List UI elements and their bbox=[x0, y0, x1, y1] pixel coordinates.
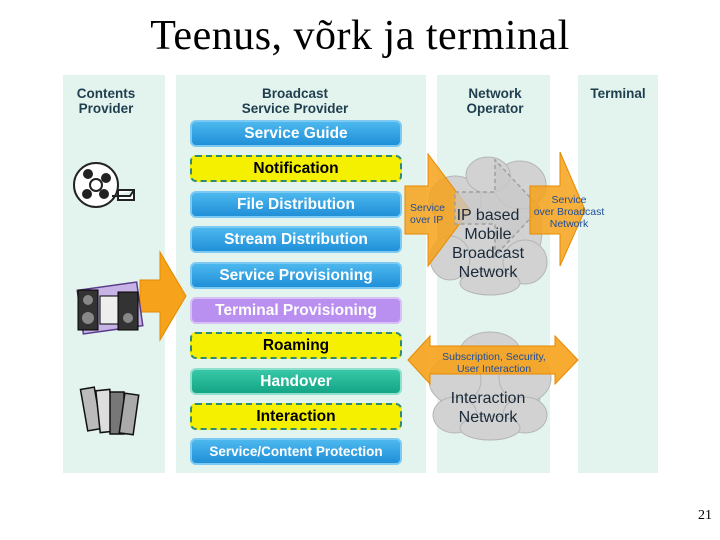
terminal-panel bbox=[578, 75, 658, 473]
notification-box: Notification bbox=[190, 155, 402, 182]
inner-gray-arrow bbox=[454, 158, 542, 258]
film-reel-icon bbox=[73, 162, 135, 208]
interaction-network-label: Interaction Network bbox=[450, 390, 526, 426]
page-number: 21 bbox=[698, 508, 712, 523]
mobile-broadcast-network-label: IP based Mobile Broadcast Network bbox=[451, 207, 525, 281]
service-content-protection-box: Service/Content Protection bbox=[190, 438, 402, 465]
stream-distribution-box: Stream Distribution bbox=[190, 226, 402, 253]
slide-title: Teenus, võrk ja terminal bbox=[150, 13, 570, 59]
service-over-ip-arrow bbox=[404, 152, 471, 268]
contents-to-service-arrow bbox=[139, 250, 187, 342]
service-over-broadcast-label: Service over Broadcast Network bbox=[533, 194, 605, 230]
books-icon bbox=[79, 386, 140, 436]
subscription-double-arrow bbox=[407, 334, 579, 386]
interaction-box: Interaction bbox=[190, 403, 402, 430]
roaming-box: Roaming bbox=[190, 332, 402, 359]
service-guide-box: Service Guide bbox=[190, 120, 402, 147]
service-over-ip-label: Service over IP bbox=[410, 202, 446, 226]
handover-box: Handover bbox=[190, 368, 402, 395]
broadcast-provider-heading: Broadcast Service Provider bbox=[241, 86, 349, 116]
service-provisioning-box: Service Provisioning bbox=[190, 262, 402, 289]
terminal-heading: Terminal bbox=[590, 86, 646, 101]
network-operator-heading: Network Operator bbox=[466, 86, 524, 116]
subscription-label: Subscription, Security, User Interaction bbox=[442, 351, 546, 375]
terminal-provisioning-box: Terminal Provisioning bbox=[190, 297, 402, 324]
contents-provider-heading: Contents Provider bbox=[76, 86, 136, 116]
file-distribution-box: File Distribution bbox=[190, 191, 402, 218]
service-over-broadcast-arrow bbox=[529, 151, 586, 267]
media-player-icon bbox=[76, 281, 144, 335]
